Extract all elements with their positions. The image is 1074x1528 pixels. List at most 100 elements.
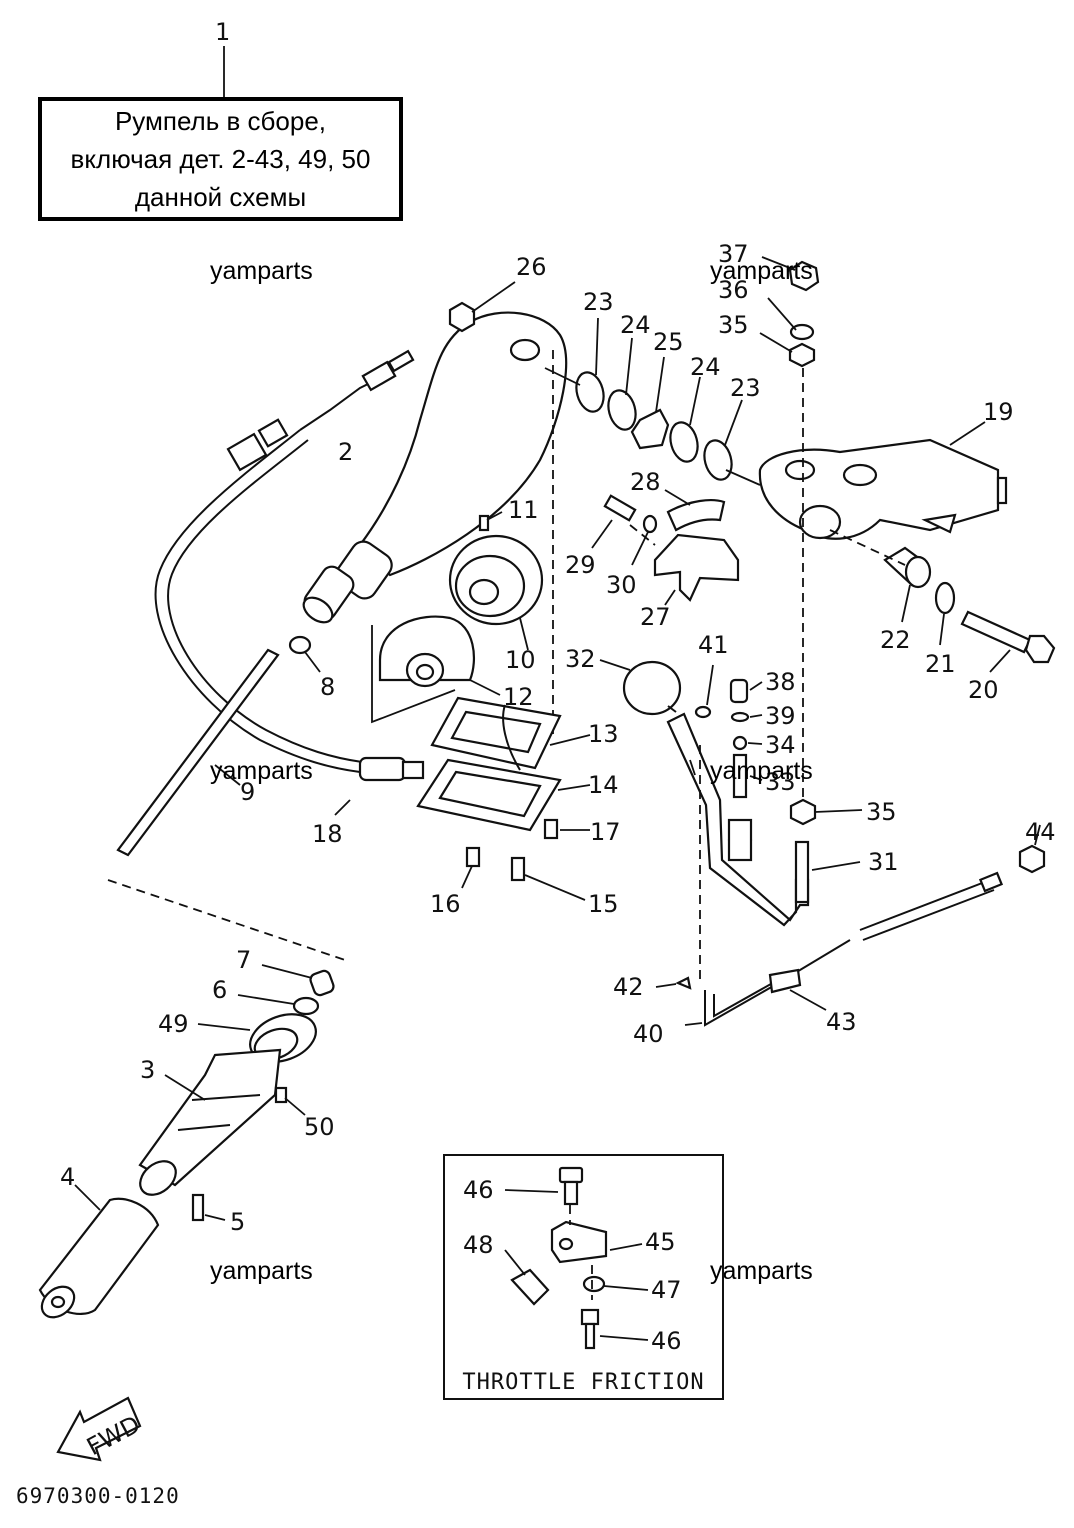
- bracket-13-14: [416, 696, 562, 832]
- nut-35-lower: [789, 798, 817, 826]
- small-parts-33-34-38-39: [729, 678, 750, 799]
- callout-18: 18: [312, 820, 343, 848]
- callout-36: 36: [718, 276, 749, 304]
- bolt-29: [603, 494, 637, 522]
- grip-sleeve-4: [38, 1197, 160, 1319]
- callout-9: 9: [240, 778, 255, 806]
- callout-1: 1: [215, 18, 230, 46]
- callout-20: 20: [968, 676, 999, 704]
- callout-labels: 1 2 3 4 5 6 7 8 9 10 11 12 13 14 15 16 1…: [60, 18, 1056, 1355]
- bracket-27: [653, 533, 740, 602]
- callout-6: 6: [212, 976, 227, 1004]
- callout-40: 40: [633, 1020, 664, 1048]
- callout-5: 5: [230, 1208, 245, 1236]
- watermark-3: yamparts: [210, 757, 313, 785]
- washer-6: [292, 996, 320, 1016]
- callout-42: 42: [613, 973, 644, 1001]
- steering-bracket-19: [758, 438, 1008, 540]
- friction-plate-28: [666, 499, 726, 532]
- callout-39: 39: [765, 702, 796, 730]
- callout-22: 22: [880, 626, 911, 654]
- callout-38: 38: [765, 668, 796, 696]
- callout-35a: 35: [718, 311, 749, 339]
- callout-26: 26: [516, 253, 547, 281]
- watermark-5: yamparts: [210, 1257, 313, 1285]
- callout-30: 30: [606, 571, 637, 599]
- shift-knob-32: [622, 660, 682, 716]
- bushing-22: [883, 546, 932, 589]
- nut-44: [1018, 844, 1046, 874]
- watermark-1: yamparts: [210, 257, 313, 285]
- fwd-arrow: FWD: [56, 1396, 145, 1462]
- throttle-friction-inset: [443, 1154, 724, 1400]
- screw-5: [191, 1193, 205, 1222]
- clip-42: [675, 976, 692, 990]
- shift-lever-31: [666, 712, 810, 927]
- nut-washer-stack-35-37: [788, 260, 820, 368]
- callout-10: 10: [505, 646, 536, 674]
- callout-29: 29: [565, 551, 596, 579]
- washer-21: [934, 581, 956, 615]
- callout-43: 43: [826, 1008, 857, 1036]
- callout-32: 32: [565, 645, 596, 673]
- catalog-code: 6970300-0120: [16, 1484, 180, 1508]
- callout-21: 21: [925, 650, 956, 678]
- assembly-note-box: Румпель в сборе, включая дет. 2-43, 49, …: [38, 97, 403, 221]
- watermark-2: yamparts: [710, 257, 813, 285]
- bolt-20: [960, 610, 1056, 664]
- callout-41: 41: [698, 631, 729, 659]
- callout-33: 33: [765, 768, 796, 796]
- callout-17: 17: [590, 818, 621, 846]
- throttle-cable-43: [704, 871, 1004, 1027]
- callout-7: 7: [236, 946, 251, 974]
- callout-19: 19: [983, 398, 1014, 426]
- callout-46b: 46: [651, 1327, 682, 1355]
- callout-12: 12: [503, 683, 534, 711]
- callout-47: 47: [651, 1276, 682, 1304]
- callout-28: 28: [630, 468, 661, 496]
- callout-15: 15: [588, 890, 619, 918]
- friction-plate-12: [378, 615, 476, 688]
- callout-25: 25: [653, 328, 684, 356]
- tiller-handle-2: [302, 311, 568, 624]
- callout-37: 37: [718, 240, 749, 268]
- assembly-note-line-3: данной схемы: [134, 182, 307, 212]
- nut-26: [448, 301, 476, 333]
- callout-8: 8: [320, 673, 335, 701]
- screws-15-16-17: [465, 818, 559, 882]
- screw-50: [274, 1086, 288, 1104]
- callout-4: 4: [60, 1163, 75, 1191]
- callout-27: 27: [640, 603, 671, 631]
- callout-2: 2: [338, 438, 353, 466]
- shift-rod-9: [116, 648, 280, 857]
- inset-throttle-friction-parts: [510, 1166, 608, 1350]
- watermark-6: yamparts: [710, 1257, 813, 1285]
- friction-wheel-10: [448, 514, 544, 626]
- callout-24a: 24: [620, 311, 651, 339]
- washer-30: [642, 514, 658, 534]
- spring-7: [309, 969, 335, 997]
- callout-48: 48: [463, 1231, 494, 1259]
- callout-3: 3: [140, 1056, 155, 1084]
- collar-49: [249, 1013, 317, 1063]
- callout-34: 34: [765, 731, 796, 759]
- callout-11: 11: [508, 496, 539, 524]
- callout-44: 44: [1025, 818, 1056, 846]
- watermark-4: yamparts: [710, 757, 813, 785]
- callout-50: 50: [304, 1113, 335, 1141]
- assembly-note-line-1: Румпель в сборе,: [114, 106, 327, 136]
- callout-35b: 35: [866, 798, 897, 826]
- callout-49: 49: [158, 1010, 189, 1038]
- callout-31: 31: [868, 848, 899, 876]
- throttle-grip-3: [138, 1048, 282, 1196]
- assembly-note-line-2: включая дет. 2-43, 49, 50: [70, 144, 371, 174]
- callout-16: 16: [430, 890, 461, 918]
- clip-41: [694, 705, 712, 719]
- throttle-cable-18: [154, 349, 425, 782]
- callout-46a: 46: [463, 1176, 494, 1204]
- callout-23a: 23: [583, 288, 614, 316]
- washer-stack-23-25: [575, 371, 733, 481]
- inset-caption: THROTTLE FRICTION: [462, 1370, 705, 1395]
